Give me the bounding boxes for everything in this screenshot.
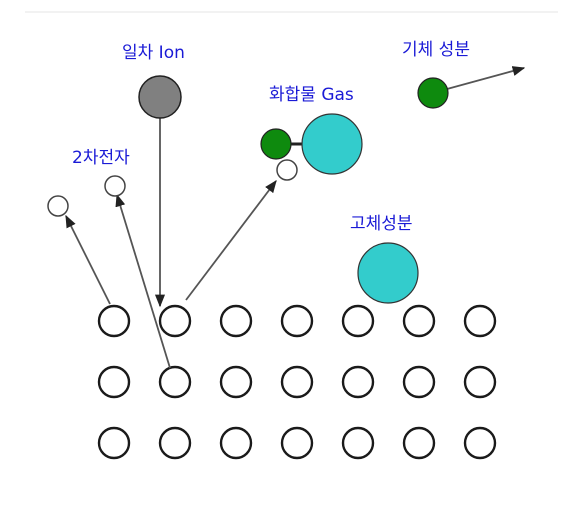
primary-ion [138, 75, 182, 119]
gas-component-label: 기체 성분 [402, 40, 470, 60]
lattice-atom [280, 304, 314, 338]
lattice-atom [341, 426, 375, 460]
lattice-atom [97, 304, 131, 338]
solid-component-atom [357, 242, 419, 304]
lattice-atom [402, 365, 436, 399]
lattice-atom [280, 426, 314, 460]
compound-gas-label: 화합물 Gas [269, 85, 354, 105]
lattice-atom [463, 304, 497, 338]
compound-cyan-atom [301, 113, 363, 175]
lattice-atom [341, 365, 375, 399]
electron-compound [276, 159, 298, 181]
secondary-electron-path-1 [65, 214, 111, 305]
lattice-atom [97, 426, 131, 460]
lattice-atom [158, 365, 192, 399]
gas-component-atom [417, 77, 449, 109]
trajectories [65, 66, 526, 369]
lattice-atom [158, 304, 192, 338]
solid-component-label: 고체성분 [350, 214, 413, 234]
secondary-electron-label: 2차전자 [72, 148, 130, 168]
lattice-atom [280, 365, 314, 399]
lattice-atom [219, 304, 253, 338]
lattice-atom [219, 426, 253, 460]
compound-green-atom [260, 128, 292, 160]
gas-component-path [446, 66, 526, 90]
lattice-atom [97, 365, 131, 399]
lattice-atom [158, 426, 192, 460]
lattice-atom [402, 426, 436, 460]
primary-ion-label: 일차 Ion [122, 43, 185, 63]
lattice-atom [463, 426, 497, 460]
lattice-atom [219, 365, 253, 399]
secondary-electron-path-2 [115, 193, 171, 369]
lattice-atom [341, 304, 375, 338]
target-lattice [97, 304, 497, 460]
electron-2 [104, 175, 126, 197]
lattice-atom [402, 304, 436, 338]
compound-ejection-path [185, 179, 277, 301]
electron-1 [47, 195, 69, 217]
lattice-atom [463, 365, 497, 399]
